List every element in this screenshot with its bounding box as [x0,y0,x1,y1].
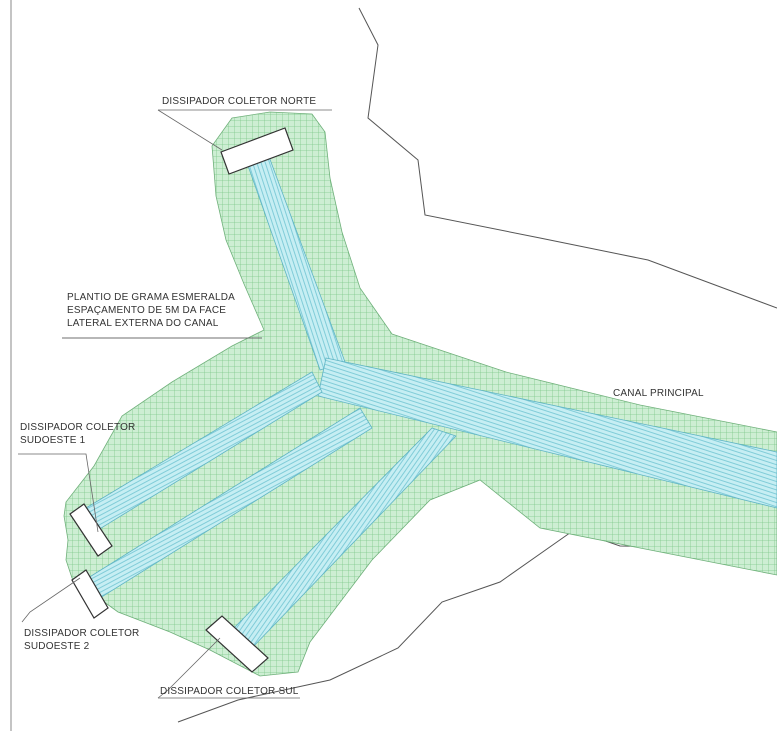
dissipator-north [220,127,294,175]
label-southwest1-line1: DISSIPADOR COLETOR [20,422,135,433]
dissipator-southwest-2 [71,569,109,619]
label-planting-line1: PLANTIO DE GRAMA ESMERALDA [67,292,235,303]
terrain-contour-north [358,7,777,309]
label-planting-line3: LATERAL EXTERNA DO CANAL [67,318,219,329]
label-planting-line2: ESPAÇAMENTO DE 5M DA FACE [67,305,226,316]
leader-north [157,109,223,151]
label-southwest2-line1: DISSIPADOR COLETOR [24,628,139,639]
leader-south [157,637,221,699]
dissipator-southwest-1 [69,503,113,557]
leader-southwest-1 [18,453,99,533]
label-southwest1-line2: SUDOESTE 1 [20,435,86,446]
label-southwest2-line2: SUDOESTE 2 [24,641,90,652]
label-dissipator-south: DISSIPADOR COLETOR SUL [160,686,299,697]
label-main-channel: CANAL PRINCIPAL [613,388,704,399]
label-dissipator-north: DISSIPADOR COLETOR NORTE [162,96,316,107]
leader-southwest-2 [21,577,81,623]
dissipator-south [205,615,269,673]
channel-main [317,357,777,509]
